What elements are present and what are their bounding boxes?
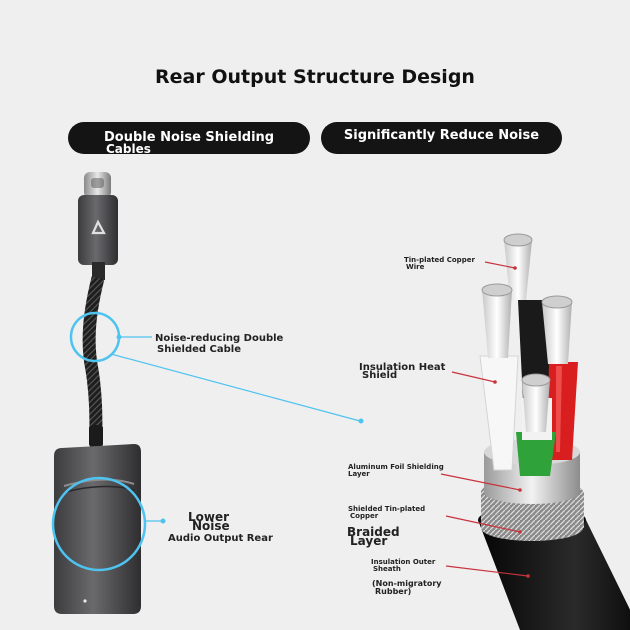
pointer-lines: [440, 261, 529, 577]
outer-sheath: [478, 520, 630, 630]
label-foil-1: Aluminum Foil Shielding: [348, 463, 444, 471]
triangle-a-logo-icon: [91, 219, 106, 235]
label-shielded-1: Shielded Tin-plated: [348, 505, 426, 513]
connector-line: [110, 353, 361, 422]
label-shielded-2: Copper: [350, 512, 379, 520]
pill-reduce-noise: Significantly Reduce Noise: [321, 122, 562, 154]
label-braided-2: Layer: [350, 534, 388, 548]
label-sheath-4: Rubber): [375, 587, 412, 596]
braided-cable: [82, 276, 105, 441]
label-noise: Noise: [192, 519, 230, 533]
adapter-body: [54, 444, 141, 614]
label-braided-1: Braided: [347, 525, 400, 539]
label-sheath-1: Insulation Outer: [371, 558, 436, 566]
label-tin-copper-wire-1: Tin-plated Copper: [404, 256, 475, 264]
label-insulation-1: Insulation Heat: [359, 362, 446, 373]
label-cable-line1: Noise-reducing Double: [155, 333, 284, 344]
label-cable-line2: Shielded Cable: [157, 344, 241, 355]
page-title: Rear Output Structure Design: [155, 66, 475, 88]
label-foil-2: Layer: [348, 470, 370, 478]
label-lower: Lower: [188, 510, 230, 524]
label-audio-output-rear: Audio Output Rear: [168, 533, 273, 544]
rear-highlight-circle: [51, 476, 147, 572]
plug-housing: [78, 195, 118, 265]
label-sheath-3: (Non-migratory: [372, 579, 442, 588]
pill-left-line2: Cables: [106, 142, 151, 156]
label-sheath-2: Sheath: [373, 565, 401, 573]
label-tin-copper-wire-2: Wire: [406, 263, 425, 271]
status-led: [83, 599, 87, 603]
label-insulation-2: Shield: [362, 370, 398, 381]
pill-double-noise-shielding: Double Noise Shielding Cables: [68, 122, 310, 156]
copper-strands: [481, 233, 573, 432]
green-wire: [516, 432, 556, 476]
pill-left-line1: Double Noise Shielding: [104, 130, 275, 145]
